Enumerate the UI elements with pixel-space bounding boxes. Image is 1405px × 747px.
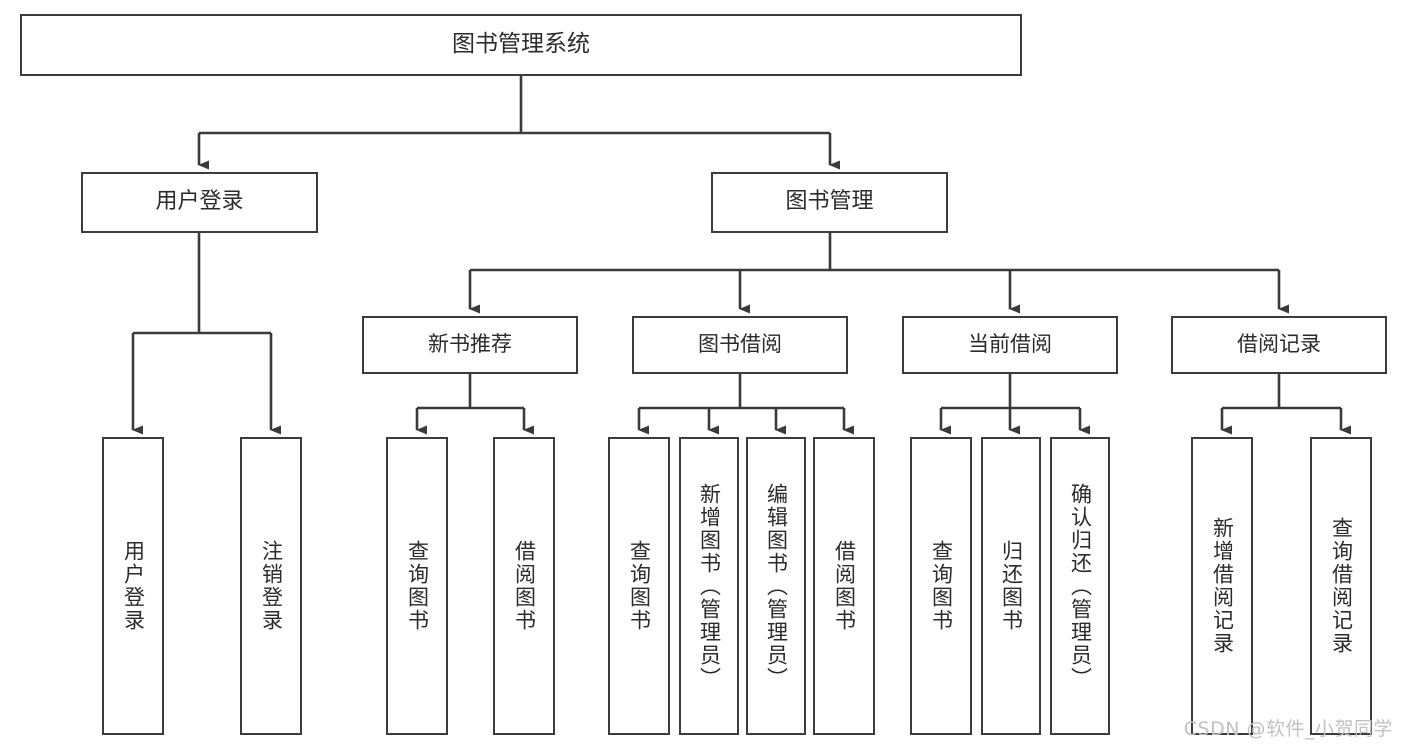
node-label: 新增借阅记录 <box>1210 517 1235 655</box>
node-label: 用户登录 <box>121 540 146 632</box>
node-label: 编辑图书（管理员） <box>764 482 789 690</box>
node-root-book-management-system[interactable]: 图书管理系统 <box>20 14 1022 76</box>
leaf-user-login-logout[interactable]: 注销登录 <box>240 437 302 735</box>
node-label: 查询借阅记录 <box>1329 517 1354 655</box>
leaf-user-login-login[interactable]: 用户登录 <box>102 437 164 735</box>
node-label: 查询图书 <box>627 540 652 632</box>
node-label: 图书借阅 <box>698 332 782 357</box>
node-new-book-recommend[interactable]: 新书推荐 <box>362 316 578 374</box>
leaf-borrow-record-add[interactable]: 新增借阅记录 <box>1191 437 1253 735</box>
leaf-current-borrow-return[interactable]: 归还图书 <box>981 437 1041 735</box>
node-label: 查询图书 <box>929 540 954 632</box>
leaf-new-book-borrow[interactable]: 借阅图书 <box>493 437 555 735</box>
node-label: 归还图书 <box>999 540 1024 632</box>
node-label: 图书管理 <box>785 189 874 215</box>
leaf-borrow-record-query[interactable]: 查询借阅记录 <box>1310 437 1372 735</box>
node-label: 当前借阅 <box>968 332 1052 357</box>
leaf-book-borrow-edit[interactable]: 编辑图书（管理员） <box>746 437 806 735</box>
leaf-current-borrow-confirm-return[interactable]: 确认归还（管理员） <box>1050 437 1110 735</box>
node-book-management[interactable]: 图书管理 <box>711 172 948 233</box>
node-label: 新书推荐 <box>428 332 512 357</box>
node-label: 借阅记录 <box>1237 332 1321 357</box>
node-label: 新增图书（管理员） <box>697 482 722 690</box>
leaf-new-book-query[interactable]: 查询图书 <box>386 437 448 735</box>
leaf-book-borrow-query[interactable]: 查询图书 <box>608 437 670 735</box>
node-label: 借阅图书 <box>512 540 537 632</box>
leaf-book-borrow-borrow[interactable]: 借阅图书 <box>813 437 875 735</box>
node-current-borrow[interactable]: 当前借阅 <box>902 316 1118 374</box>
node-book-borrow[interactable]: 图书借阅 <box>632 316 848 374</box>
node-label: 用户登录 <box>155 189 244 215</box>
node-user-login[interactable]: 用户登录 <box>81 172 318 233</box>
node-label: 查询图书 <box>405 540 430 632</box>
leaf-book-borrow-add[interactable]: 新增图书（管理员） <box>679 437 739 735</box>
node-borrow-record[interactable]: 借阅记录 <box>1171 316 1387 374</box>
node-label: 图书管理系统 <box>452 31 590 58</box>
node-label: 注销登录 <box>259 540 284 632</box>
node-label: 确认归还（管理员） <box>1068 482 1093 690</box>
leaf-current-borrow-query[interactable]: 查询图书 <box>910 437 972 735</box>
node-label: 借阅图书 <box>832 540 857 632</box>
